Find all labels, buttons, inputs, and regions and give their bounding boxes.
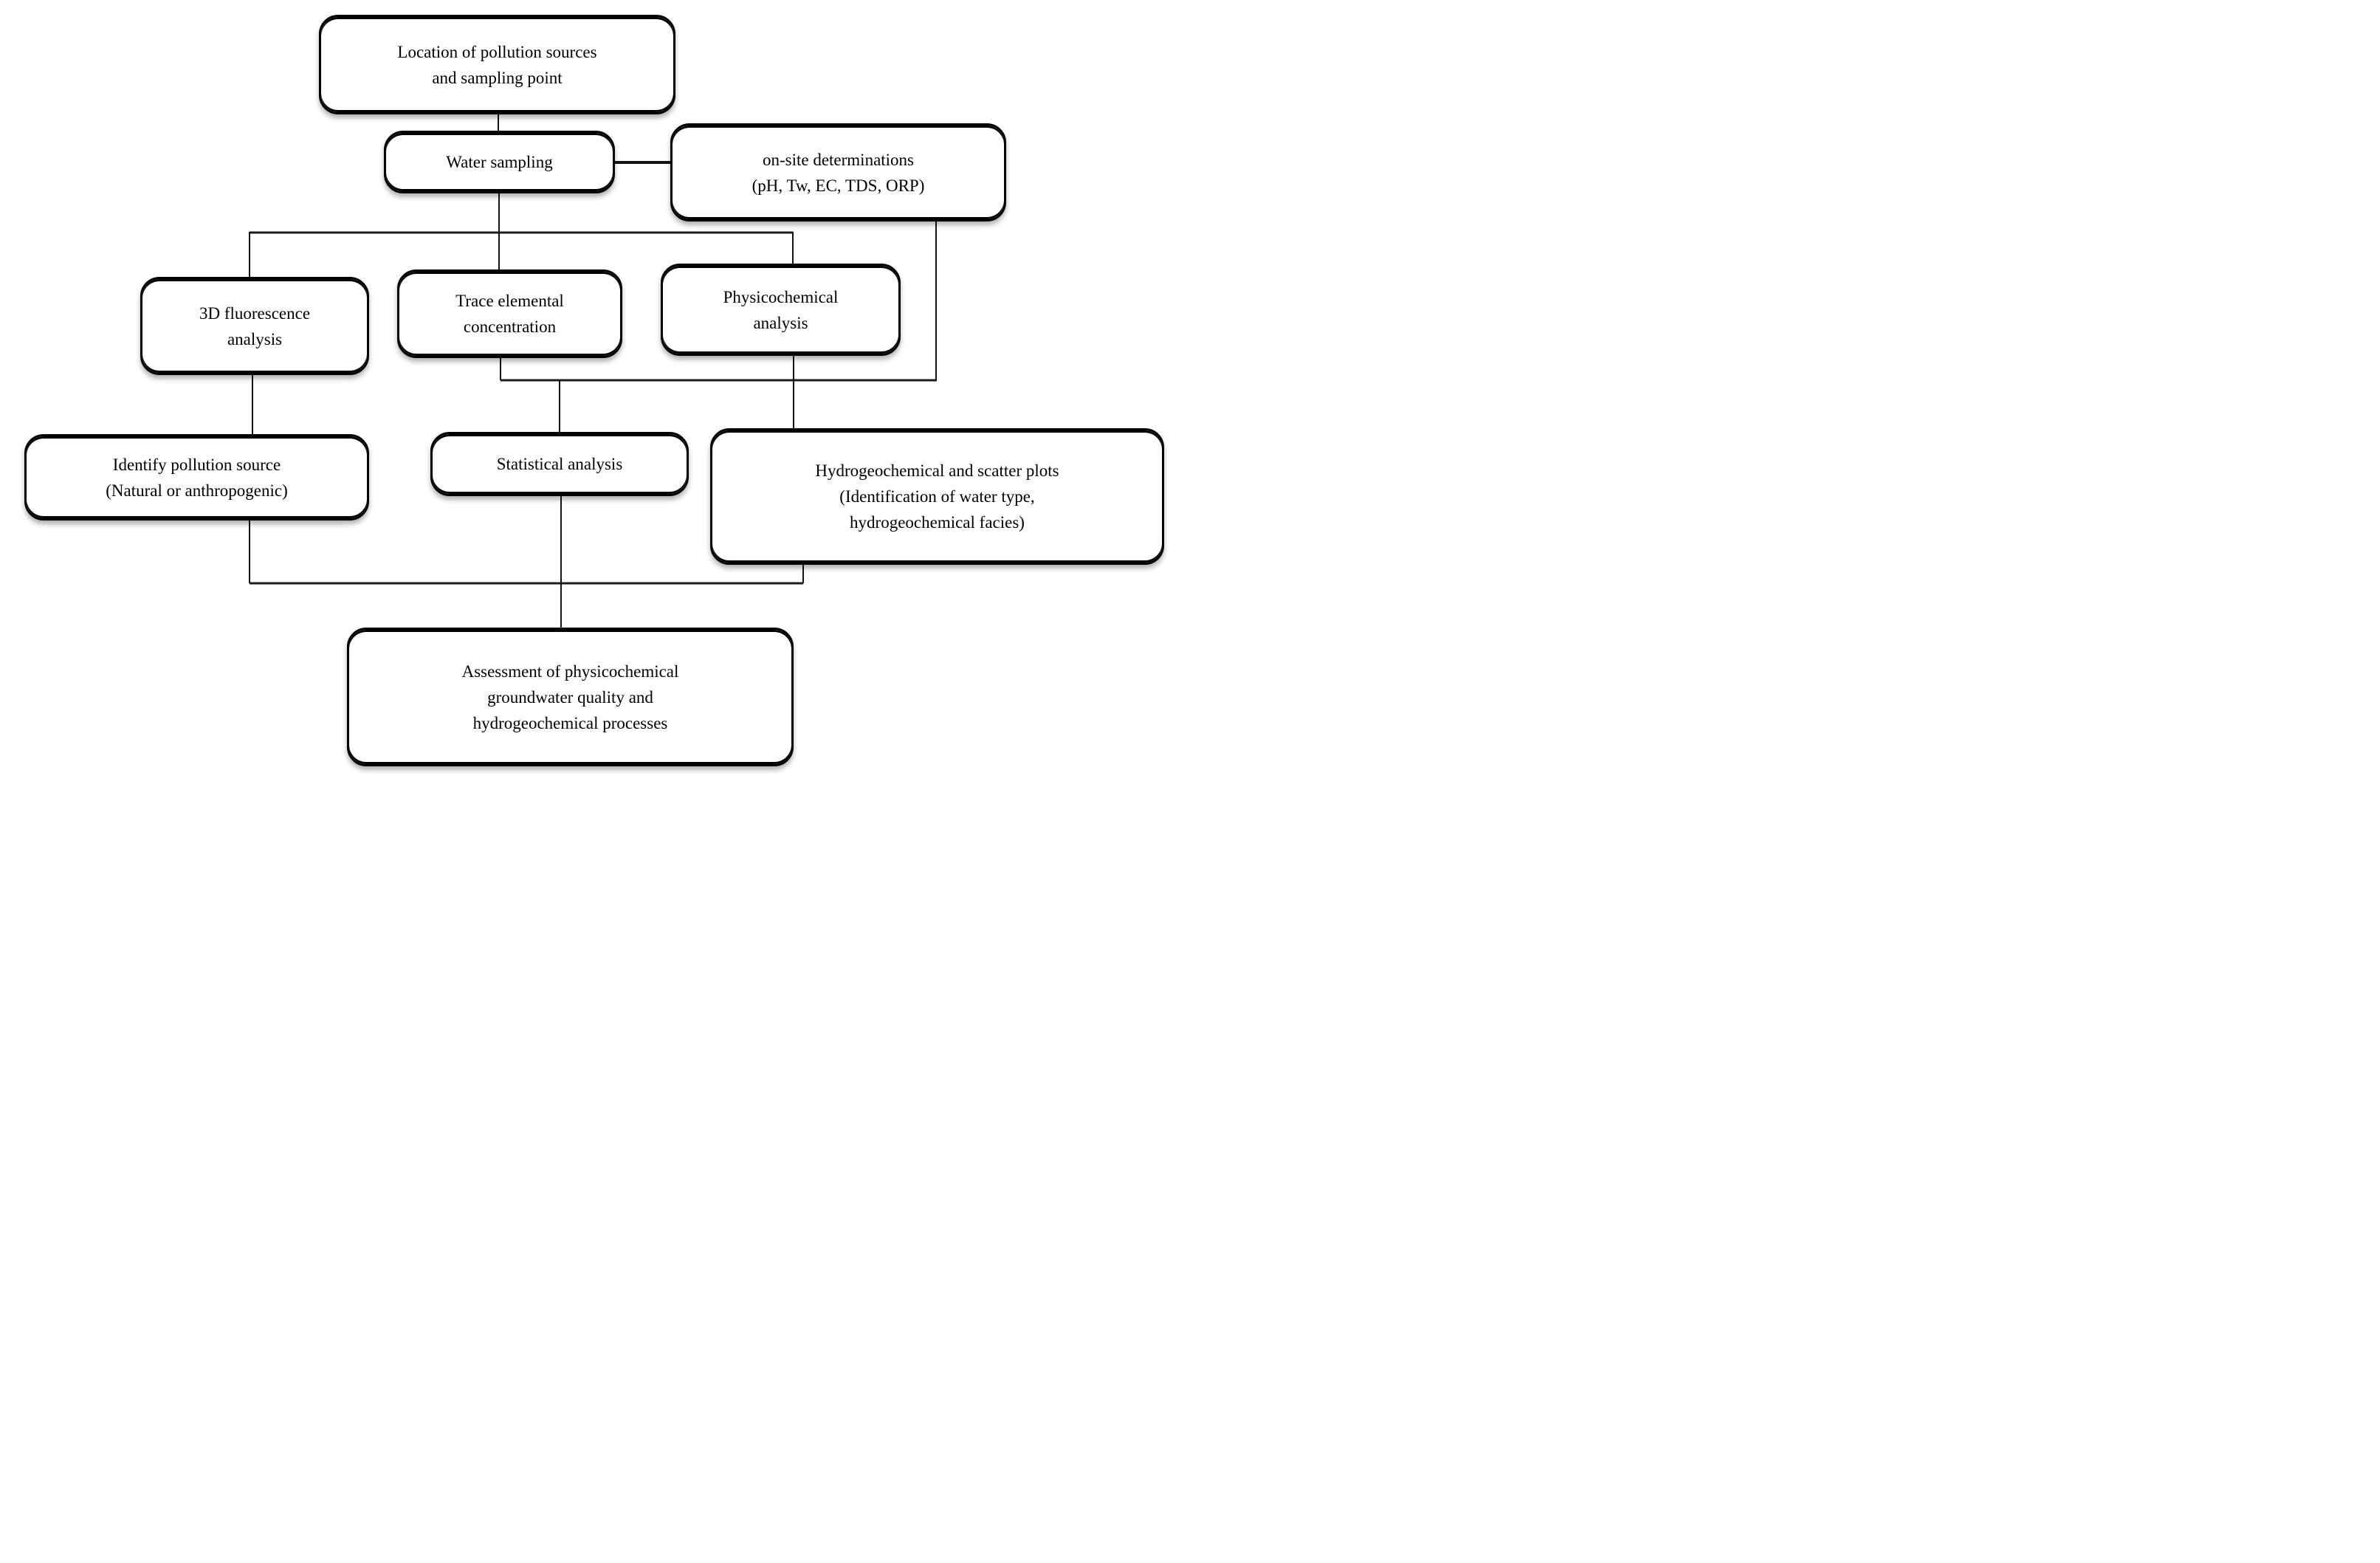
node-label: Identify pollution source (Natural or an…: [106, 455, 288, 500]
node-physicochemical-analysis: Physicochemical analysis: [661, 264, 901, 356]
node-onsite-determinations: on-site determinations (pH, Tw, EC, TDS,…: [670, 123, 1006, 221]
node-assessment-groundwater-quality: Assessment of physicochemical groundwate…: [347, 628, 794, 766]
node-hydrogeochemical-scatter-plots: Hydrogeochemical and scatter plots (Iden…: [710, 428, 1164, 565]
node-label: Location of pollution sources and sampli…: [397, 42, 597, 87]
node-3d-fluorescence-analysis: 3D fluorescence analysis: [140, 277, 369, 375]
node-label: on-site determinations (pH, Tw, EC, TDS,…: [752, 150, 925, 195]
connector-lines: [249, 112, 937, 631]
node-label: 3D fluorescence analysis: [199, 303, 311, 348]
node-label: Water sampling: [446, 153, 553, 171]
node-identify-pollution-source: Identify pollution source (Natural or an…: [24, 434, 369, 521]
node-trace-elemental-concentration: Trace elemental concentration: [397, 269, 622, 358]
node-label: Hydrogeochemical and scatter plots (Iden…: [815, 461, 1059, 532]
node-label: Statistical analysis: [496, 455, 623, 473]
flowchart-canvas: Location of pollution sources and sampli…: [0, 0, 1190, 781]
node-location-of-pollution-sources: Location of pollution sources and sampli…: [319, 15, 675, 114]
node-water-sampling: Water sampling: [384, 131, 615, 193]
node-label: Physicochemical analysis: [723, 287, 839, 332]
node-label: Assessment of physicochemical groundwate…: [461, 662, 679, 732]
node-statistical-analysis: Statistical analysis: [430, 432, 689, 496]
node-label: Trace elemental concentration: [455, 292, 564, 336]
